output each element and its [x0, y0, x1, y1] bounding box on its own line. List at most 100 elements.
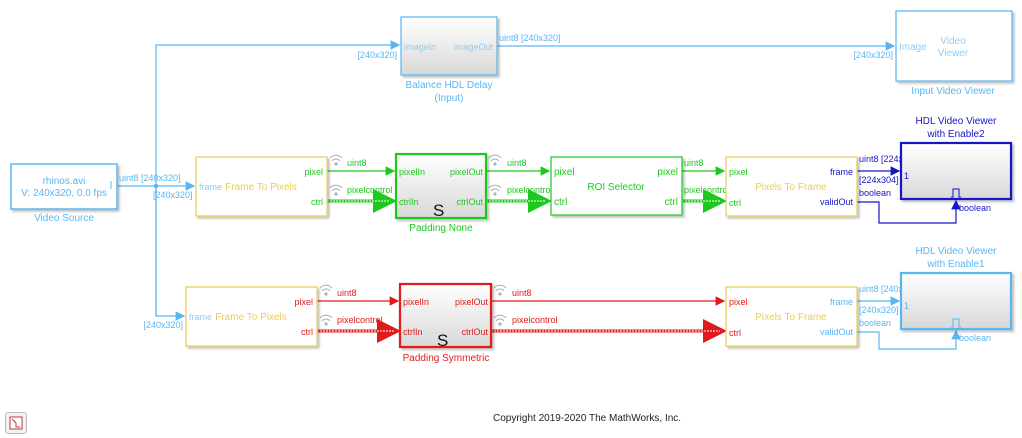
- port-label: ctrl: [729, 328, 741, 338]
- port-label: pixel: [554, 167, 575, 178]
- signal-dim-label: [224x304]: [859, 175, 899, 185]
- signal-label: uint8 [240x320]: [119, 173, 181, 183]
- signal-dim-label: [240x320]: [143, 320, 183, 330]
- hdl-video-viewer-enable2-block[interactable]: 1: [899, 141, 1013, 201]
- padding-symmetric-block[interactable]: pixelIn ctrlIn pixelOut ctrlOut S: [398, 282, 493, 350]
- port-label: imageOut: [454, 42, 494, 52]
- roi-selector-block[interactable]: pixel ctrl ROI Selector pixel ctrl: [550, 156, 683, 216]
- viewer-label: HDL Video Viewer: [916, 116, 998, 127]
- signal-label: pixelcontrol: [347, 185, 393, 195]
- stateflow-badge-icon: S: [433, 201, 444, 220]
- port-label: validOut: [820, 327, 854, 337]
- signal-label: uint8 [240x320]: [499, 33, 561, 43]
- block-title: Pixels To Frame: [755, 182, 827, 193]
- balance-label: Balance HDL Delay: [406, 80, 493, 91]
- signal-label: uint8: [512, 288, 532, 298]
- stateflow-badge-icon: S: [437, 331, 448, 350]
- enable-pulse-icon: [951, 188, 961, 198]
- port-label: pixel: [729, 297, 748, 307]
- viewer-label-sub: with Enable2: [926, 129, 985, 140]
- model-browser-icon[interactable]: [5, 412, 27, 434]
- pixels-to-frame-block-2[interactable]: pixel ctrl Pixels To Frame frame validOu…: [725, 286, 858, 347]
- signal-label: uint8: [684, 158, 704, 168]
- video-source-block[interactable]: rhinos.avi V: 240x320, 0.0 fps: [10, 163, 118, 210]
- balance-hdl-delay-block[interactable]: imageIn imageOut: [400, 16, 498, 76]
- input-video-viewer-block[interactable]: Image Video Viewer: [895, 10, 1013, 82]
- port-label: ctrl: [301, 327, 313, 337]
- signal-label: uint8: [347, 158, 367, 168]
- signal-log-icon: [488, 184, 502, 197]
- block-title: Pixels To Frame: [755, 312, 827, 323]
- port-label: validOut: [820, 197, 854, 207]
- signal-label: uint8: [337, 288, 357, 298]
- balance-label-sub: (Input): [435, 93, 464, 104]
- signal-label: pixelcontrol: [512, 315, 558, 325]
- port-label: pixelOut: [455, 297, 489, 307]
- port-label: ctrlIn: [403, 327, 423, 337]
- signal-dim-label: [240x320]: [357, 50, 397, 60]
- signal-log-icon: [493, 284, 507, 297]
- frame-to-pixels-block-1[interactable]: frame Frame To Pixels pixel ctrl: [195, 156, 328, 217]
- input-viewer-label: Input Video Viewer: [911, 86, 995, 97]
- port-label: frame: [199, 182, 222, 192]
- viewer-label: HDL Video Viewer: [916, 246, 998, 257]
- signal-label: uint8 [240x: [859, 284, 904, 294]
- viewer-text: Viewer: [938, 48, 969, 59]
- port-label: ctrl: [554, 197, 567, 208]
- row1-signal-lines[interactable]: [327, 166, 961, 224]
- signal-label: boolean: [859, 188, 891, 198]
- signal-log-icon: [319, 314, 333, 327]
- port-label: pixel: [729, 167, 748, 177]
- signal-log-icon: [329, 184, 343, 197]
- padding-none-label: Padding None: [409, 223, 473, 234]
- port-label: ctrl: [665, 197, 678, 208]
- port-label: ctrlOut: [461, 327, 488, 337]
- pixels-to-frame-block-1[interactable]: pixel ctrl Pixels To Frame frame validOu…: [725, 156, 858, 217]
- signal-log-icon: [319, 284, 333, 297]
- row2-signal-lines[interactable]: [317, 296, 961, 350]
- port-label: pixel: [294, 297, 313, 307]
- video-source-label: Video Source: [34, 213, 94, 224]
- hdl-video-viewer-enable1-block[interactable]: 1: [899, 271, 1013, 331]
- port-label: 1: [904, 301, 909, 311]
- signal-dim-label: [240x320]: [153, 190, 193, 200]
- port-label: imageIn: [404, 42, 436, 52]
- signal-dim-label: [240x320]: [859, 305, 899, 315]
- signal-log-icon: [329, 154, 343, 167]
- viewer-text: Video: [940, 36, 966, 47]
- port-label: ctrl: [729, 198, 741, 208]
- port-label: frame: [830, 167, 853, 177]
- video-source-file: rhinos.avi: [43, 176, 86, 187]
- port-label: pixelOut: [450, 167, 484, 177]
- signal-dim-label: [240x320]: [853, 50, 893, 60]
- copyright-text: Copyright 2019-2020 The MathWorks, Inc.: [493, 413, 682, 424]
- port-label: ctrl: [311, 197, 323, 207]
- port-label: pixelIn: [399, 167, 425, 177]
- source-signal-lines[interactable]: [117, 40, 896, 321]
- padding-symmetric-label: Padding Symmetric: [403, 353, 490, 364]
- port-label: frame: [830, 297, 853, 307]
- signal-label: boolean: [959, 333, 991, 343]
- padding-none-block[interactable]: pixelIn ctrlIn pixelOut ctrlOut S: [394, 152, 488, 220]
- block-title: Frame To Pixels: [215, 312, 287, 323]
- block-title: ROI Selector: [587, 182, 645, 193]
- port-label: pixelIn: [403, 297, 429, 307]
- viewer-label-sub: with Enable1: [926, 259, 985, 270]
- branch-point: [153, 183, 159, 189]
- video-source-info: V: 240x320, 0.0 fps: [21, 188, 107, 199]
- port-label: 1: [904, 171, 909, 181]
- frame-to-pixels-block-2[interactable]: frame Frame To Pixels pixel ctrl: [185, 286, 318, 347]
- port-label: Image: [899, 42, 927, 53]
- signal-label: uint8: [507, 158, 527, 168]
- port-label: frame: [189, 312, 212, 322]
- signal-log-icon: [488, 154, 502, 167]
- signal-label: uint8 [224x: [859, 154, 904, 164]
- port-label: ctrlIn: [399, 197, 419, 207]
- port-label: ctrlOut: [456, 197, 483, 207]
- signal-log-icon: [493, 314, 507, 327]
- port-label: pixel: [657, 167, 678, 178]
- port-label: pixel: [304, 167, 323, 177]
- signal-label: boolean: [859, 318, 891, 328]
- signal-label: pixelcontro: [684, 185, 728, 195]
